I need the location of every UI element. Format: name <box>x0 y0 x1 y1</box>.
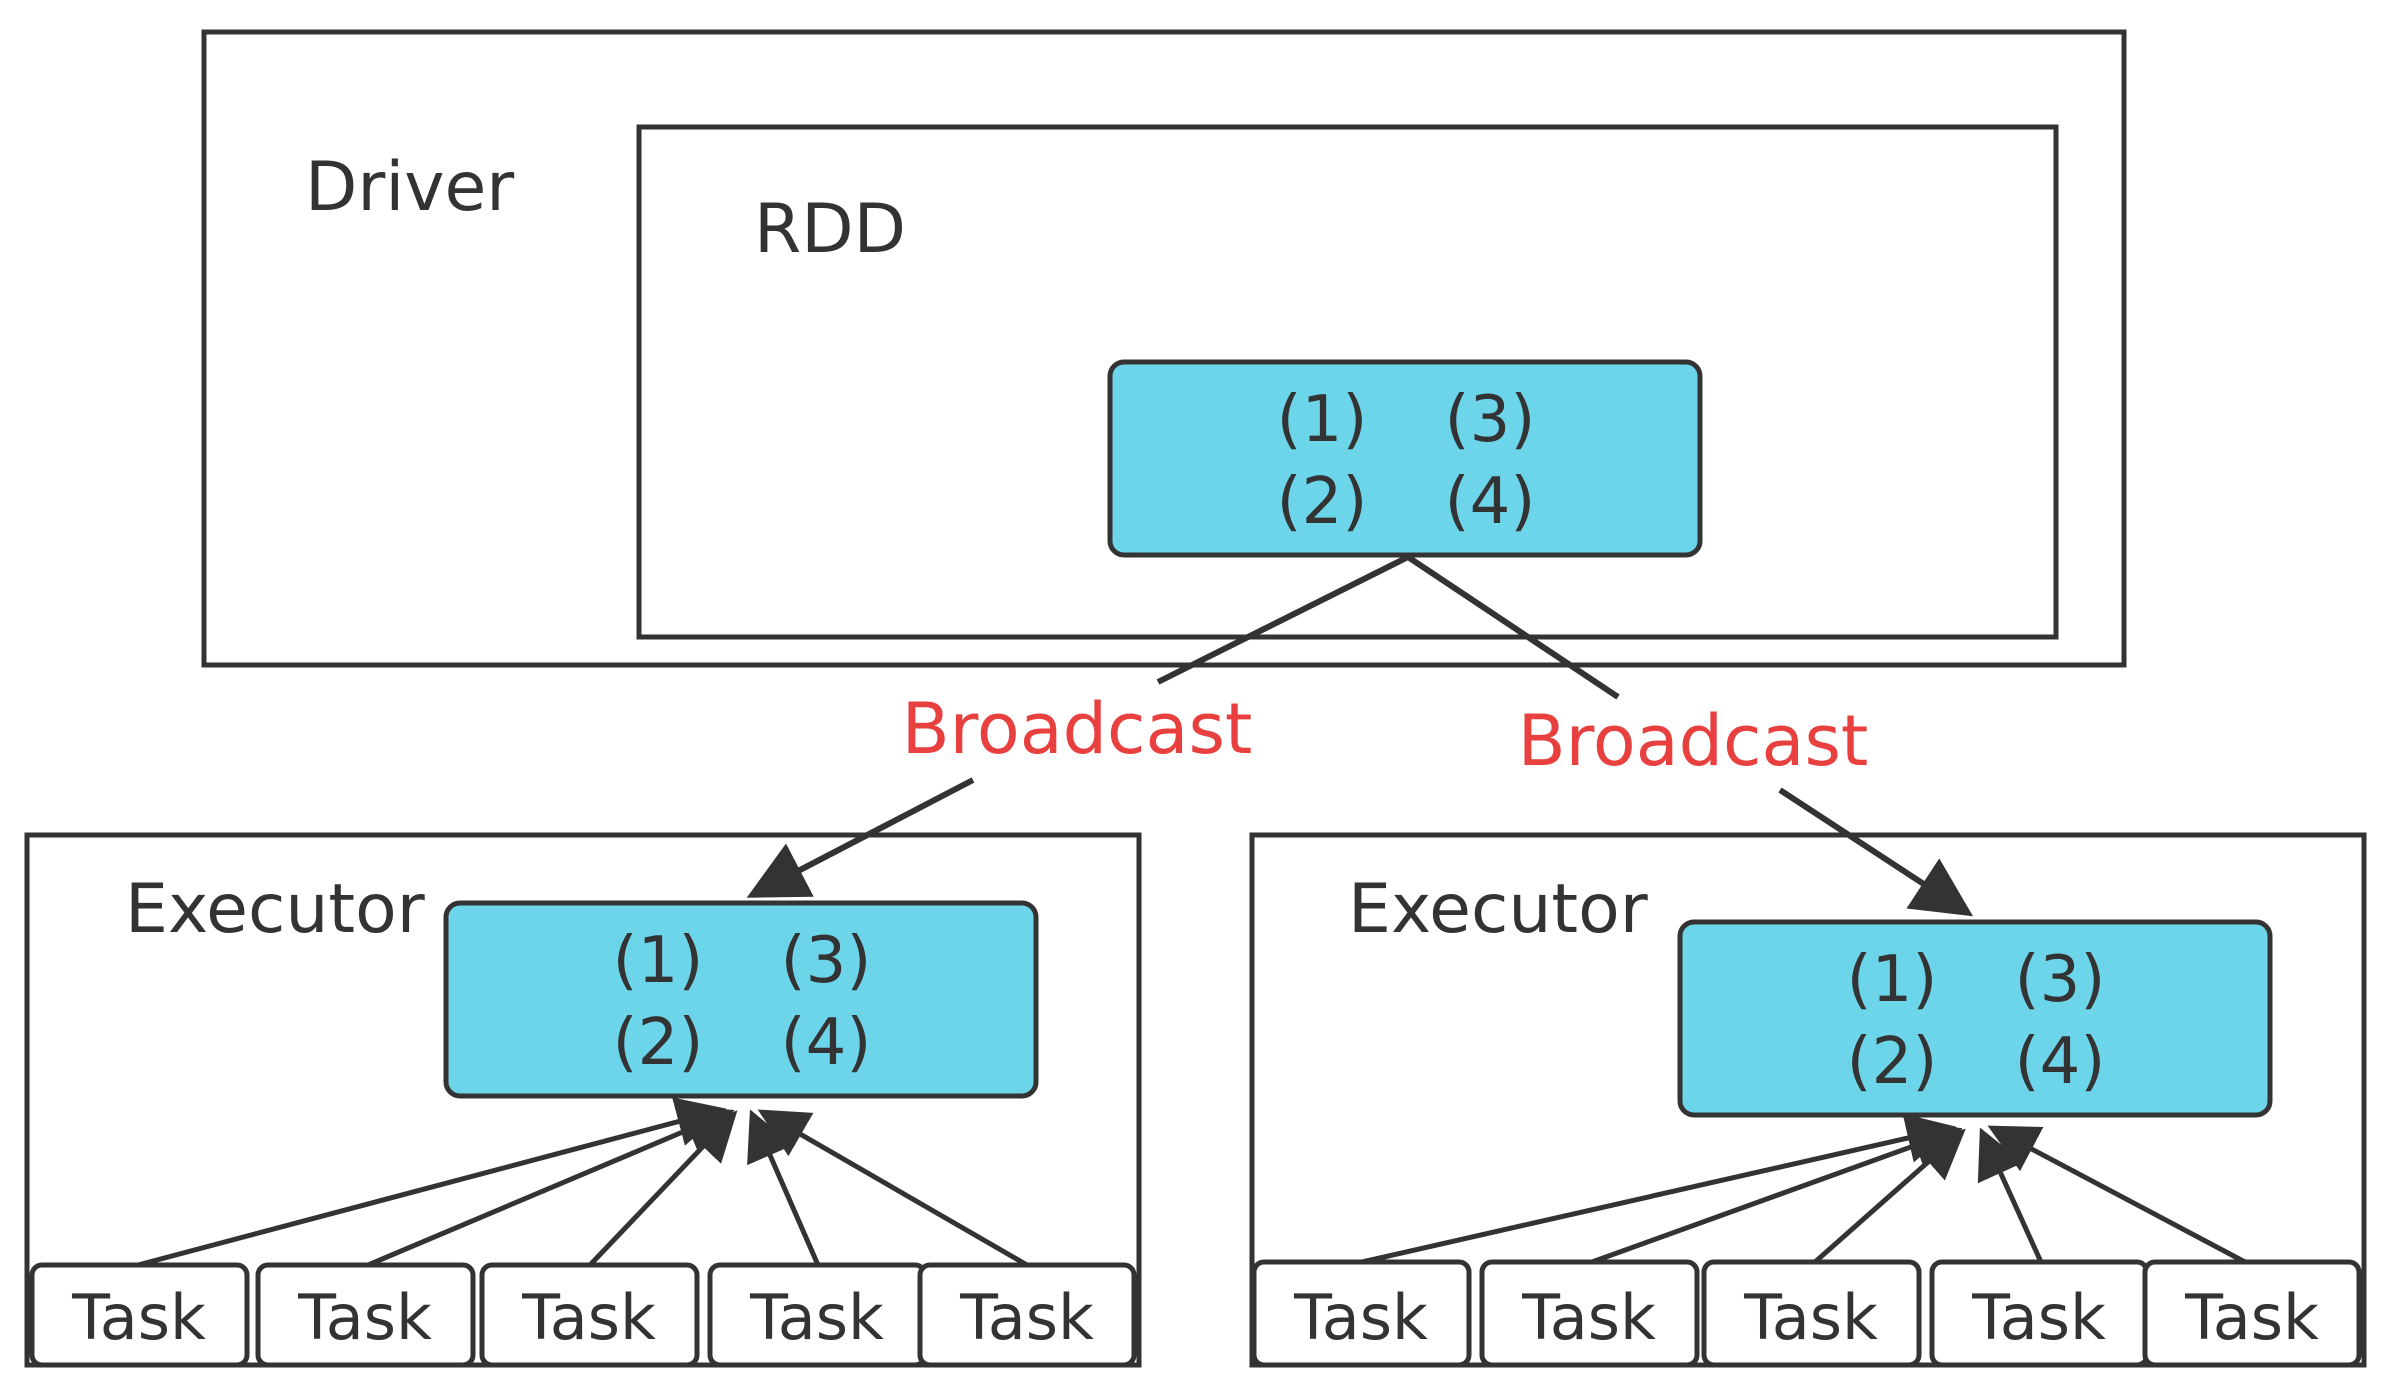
broadcast-connectors: Broadcast Broadcast <box>746 554 1974 917</box>
executor-right: Executor (1) (3) (2) (4) Task Task Task … <box>1249 832 2367 1368</box>
executor-left-cell-2: (2) <box>613 1006 704 1080</box>
task-label: Task <box>1293 1281 1428 1354</box>
task-arrow <box>1813 1128 1966 1264</box>
rdd-box-border <box>636 124 2059 640</box>
rdd-label: RDD <box>754 190 906 269</box>
task-label: Task <box>297 1281 432 1354</box>
task-label: Task <box>959 1281 1094 1354</box>
rdd-data-block-fill <box>1107 359 1703 558</box>
executor-left-cell-4: (4) <box>781 1006 872 1080</box>
rdd-cell-1: (1) <box>1277 383 1368 457</box>
task-arrow <box>588 1110 738 1267</box>
task-arrow <box>1987 1125 2247 1265</box>
executor-left-cell-1: (1) <box>613 924 704 998</box>
task-box: Task <box>479 1262 700 1368</box>
task-label: Task <box>1521 1281 1656 1354</box>
task-label: Task <box>2184 1281 2319 1354</box>
task-arrow <box>1591 1121 1963 1265</box>
executor-left-cell-3: (3) <box>781 924 872 998</box>
task-box: Task <box>1479 1259 1700 1368</box>
task-box: Task <box>917 1262 1137 1368</box>
broadcast-line-right-upper <box>1406 554 1620 700</box>
task-box: Task <box>29 1262 250 1368</box>
broadcast-label-left: Broadcast <box>902 688 1253 770</box>
task-arrow <box>137 1097 727 1268</box>
task-label: Task <box>1743 1281 1878 1354</box>
driver-box: Driver <box>201 29 2127 668</box>
broadcast-label-right: Broadcast <box>1518 700 1869 782</box>
executor-left-label: Executor <box>125 870 425 949</box>
task-label: Task <box>521 1281 656 1354</box>
task-box: Task <box>2142 1259 2362 1368</box>
broadcast-line-left-upper <box>1156 554 1410 685</box>
rdd-box: RDD <box>636 124 2059 640</box>
rdd-data-block: (1) (3) (2) (4) <box>1107 359 1703 558</box>
executor-left: Executor (1) (3) (2) (4) Task Task Task … <box>24 832 1142 1368</box>
executor-right-cell-2: (2) <box>1847 1025 1938 1099</box>
task-box: Task <box>1929 1259 2150 1368</box>
task-label: Task <box>71 1281 206 1354</box>
executor-right-cell-4: (4) <box>2015 1025 2106 1099</box>
task-label: Task <box>749 1281 884 1354</box>
task-box: Task <box>707 1262 928 1368</box>
executor-right-cell-3: (3) <box>2015 943 2106 1017</box>
task-box: Task <box>1701 1259 1922 1368</box>
task-label: Task <box>1971 1281 2106 1354</box>
executor-right-data-block <box>1677 919 2273 1118</box>
task-box: Task <box>255 1262 476 1368</box>
task-arrow <box>1361 1113 1957 1265</box>
executor-right-cell-1: (1) <box>1847 943 1938 1017</box>
rdd-cell-3: (3) <box>1445 383 1536 457</box>
driver-box-border <box>201 29 2127 668</box>
executor-right-label: Executor <box>1348 870 1648 949</box>
task-arrow <box>757 1109 1029 1268</box>
broadcast-arrow-right <box>1778 787 1974 917</box>
driver-label: Driver <box>305 148 514 227</box>
executor-left-data-block <box>443 900 1039 1099</box>
rdd-cell-4: (4) <box>1445 465 1536 539</box>
task-box: Task <box>1251 1259 1472 1368</box>
task-arrow <box>367 1106 735 1268</box>
rdd-cell-2: (2) <box>1277 465 1368 539</box>
